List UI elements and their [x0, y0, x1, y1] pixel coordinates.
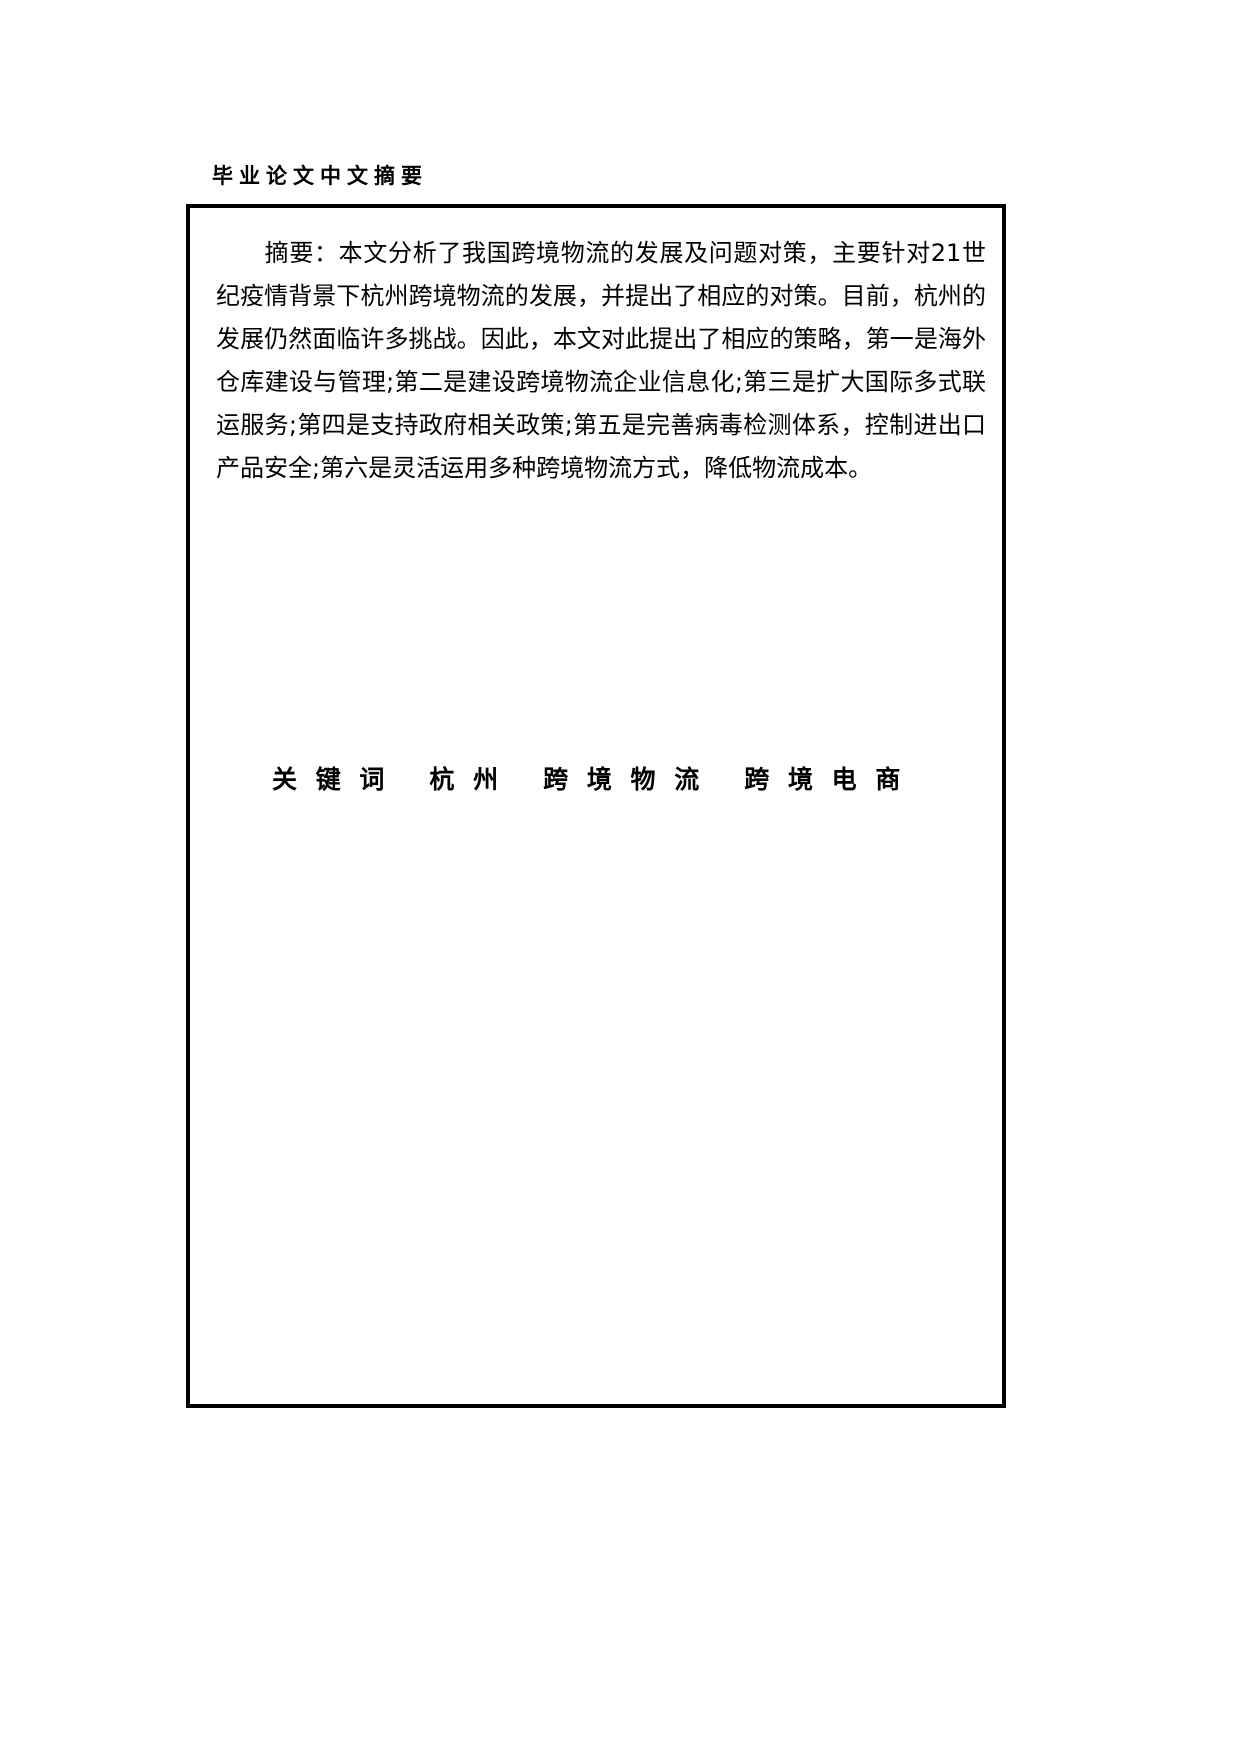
keyword-item-1: 杭 州 [429, 765, 504, 794]
abstract-text: 摘要：本文分析了我国跨境物流的发展及问题对策，主要针对21世纪疫情背景下杭州跨境… [216, 239, 986, 482]
abstract-frame-inner: 摘要：本文分析了我国跨境物流的发展及问题对策，主要针对21世纪疫情背景下杭州跨境… [216, 232, 986, 1394]
keywords-label: 关 键 词 [272, 765, 390, 794]
keyword-item-3: 跨 境 电 商 [744, 765, 906, 794]
keywords-line: 关 键 词杭 州跨 境 物 流跨 境 电 商 [242, 760, 905, 796]
abstract-paragraph: 摘要：本文分析了我国跨境物流的发展及问题对策，主要针对21世纪疫情背景下杭州跨境… [216, 232, 986, 490]
abstract-empty-space [242, 832, 958, 1386]
page-header-label: 毕业论文中文摘要 [212, 164, 428, 188]
keyword-item-2: 跨 境 物 流 [543, 765, 705, 794]
abstract-frame-box: 摘要：本文分析了我国跨境物流的发展及问题对策，主要针对21世纪疫情背景下杭州跨境… [186, 204, 1006, 1408]
